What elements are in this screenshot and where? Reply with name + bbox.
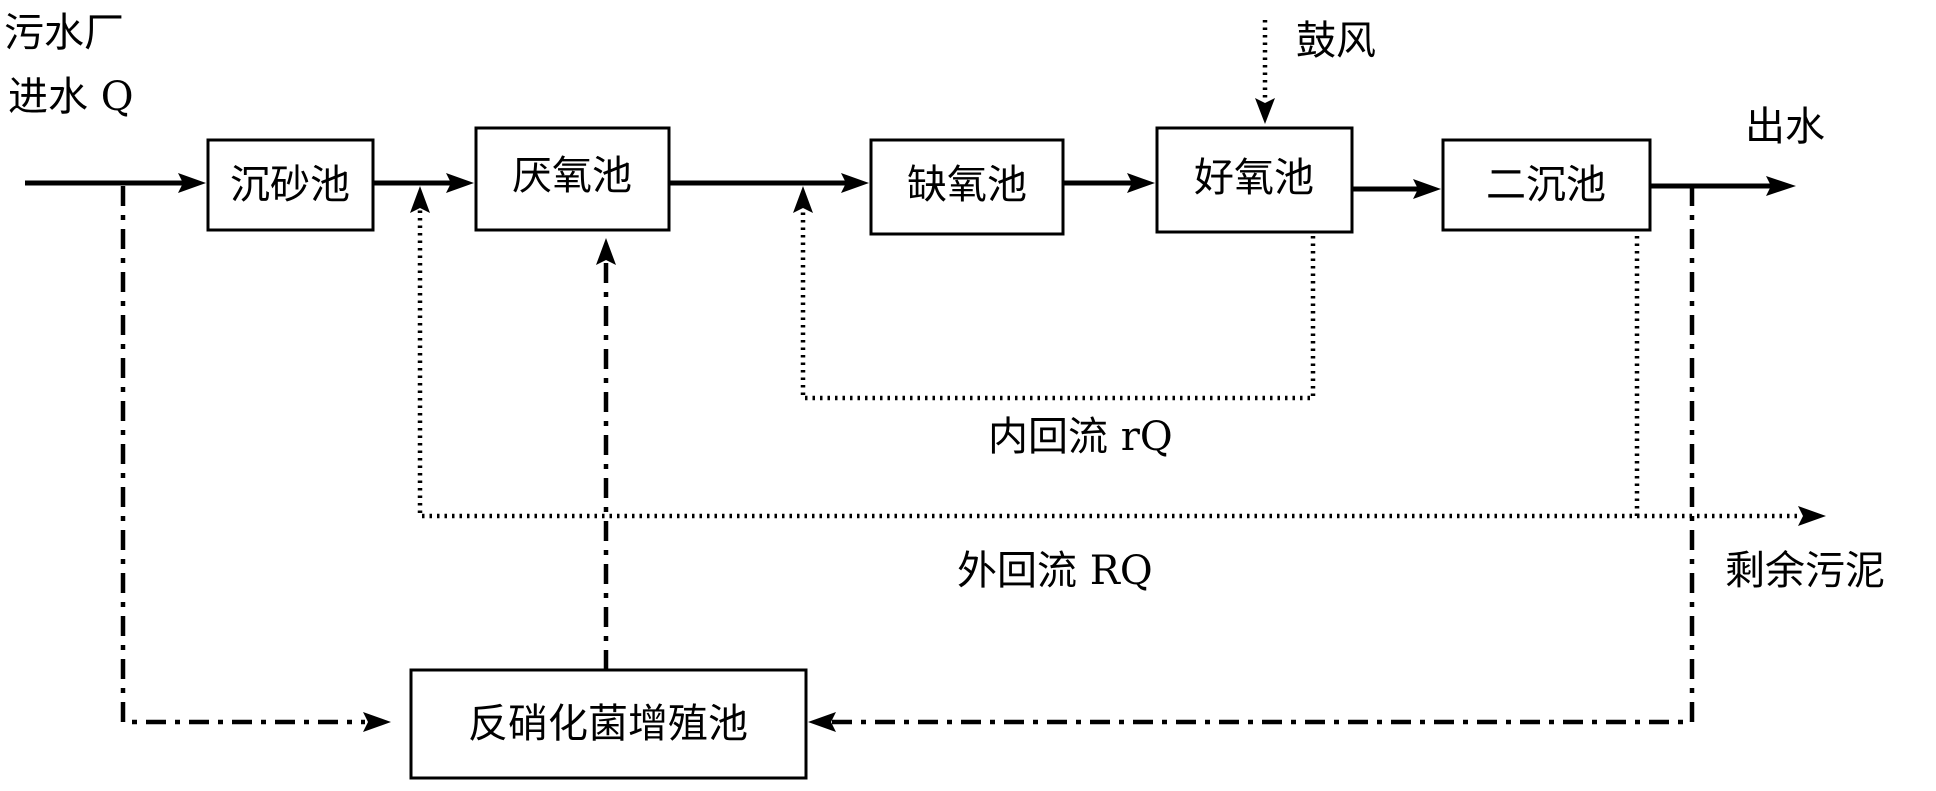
anaerobic-tank-box: 厌氧池 <box>474 126 671 232</box>
aeration-flow <box>1255 20 1275 124</box>
internal-recycle-flow <box>793 186 1316 401</box>
influent-to-denitrifier-line <box>120 186 365 725</box>
denitrifier-to-anaerobic-arrowhead <box>596 238 616 265</box>
external-recycle-arrowhead <box>410 186 430 213</box>
effluent-to-denitrifier-arrowhead <box>808 712 836 732</box>
main-flow-lines <box>25 173 1796 199</box>
arrowhead-effluent <box>1766 176 1796 196</box>
external-recycle-line <box>417 210 1640 519</box>
excess-sludge-arrowhead <box>1798 506 1826 526</box>
denitrifier-tank-label: 反硝化菌增殖池 <box>468 701 748 747</box>
aerobic-tank-label: 好氧池 <box>1194 155 1314 201</box>
aerobic-tank-box: 好氧池 <box>1155 126 1354 234</box>
secondary-clarifier-label: 二沉池 <box>1486 162 1606 208</box>
arrowhead-to-anoxic <box>841 173 869 193</box>
secondary-clarifier-box: 二沉池 <box>1441 138 1652 232</box>
internal-recycle-label: 内回流 rQ <box>988 414 1173 460</box>
arrowhead-to-anaerobic <box>446 173 474 193</box>
influent-to-denitrifier-arrowhead <box>363 712 391 732</box>
internal-recycle-line <box>800 210 1316 401</box>
anaerobic-tank-label: 厌氧池 <box>512 153 632 199</box>
aeration-label: 鼓风 <box>1296 18 1376 64</box>
anoxic-tank-box: 缺氧池 <box>869 138 1065 236</box>
aeration-arrowhead <box>1255 98 1275 124</box>
anoxic-tank-label: 缺氧池 <box>907 162 1027 208</box>
denitrifier-tank-box: 反硝化菌增殖池 <box>409 668 808 780</box>
grit-chamber-label: 沉砂池 <box>230 162 350 208</box>
influent-label-line1: 污水厂 <box>4 10 124 56</box>
arrowhead-to-grit <box>178 173 206 193</box>
denitrifier-flow <box>120 186 1695 732</box>
effluent-label: 出水 <box>1745 104 1825 150</box>
grit-chamber-box: 沉砂池 <box>206 138 375 232</box>
arrowhead-to-aerobic <box>1127 173 1155 193</box>
arrowhead-to-clarifier <box>1413 179 1441 199</box>
internal-recycle-arrowhead <box>793 186 813 213</box>
external-recycle-flow <box>410 186 1826 526</box>
effluent-to-denitrifier-line <box>830 186 1695 725</box>
external-recycle-label: 外回流 RQ <box>957 548 1153 594</box>
influent-label-line2: 进水 Q <box>8 74 134 120</box>
excess-sludge-label: 剩余污泥 <box>1725 548 1885 594</box>
